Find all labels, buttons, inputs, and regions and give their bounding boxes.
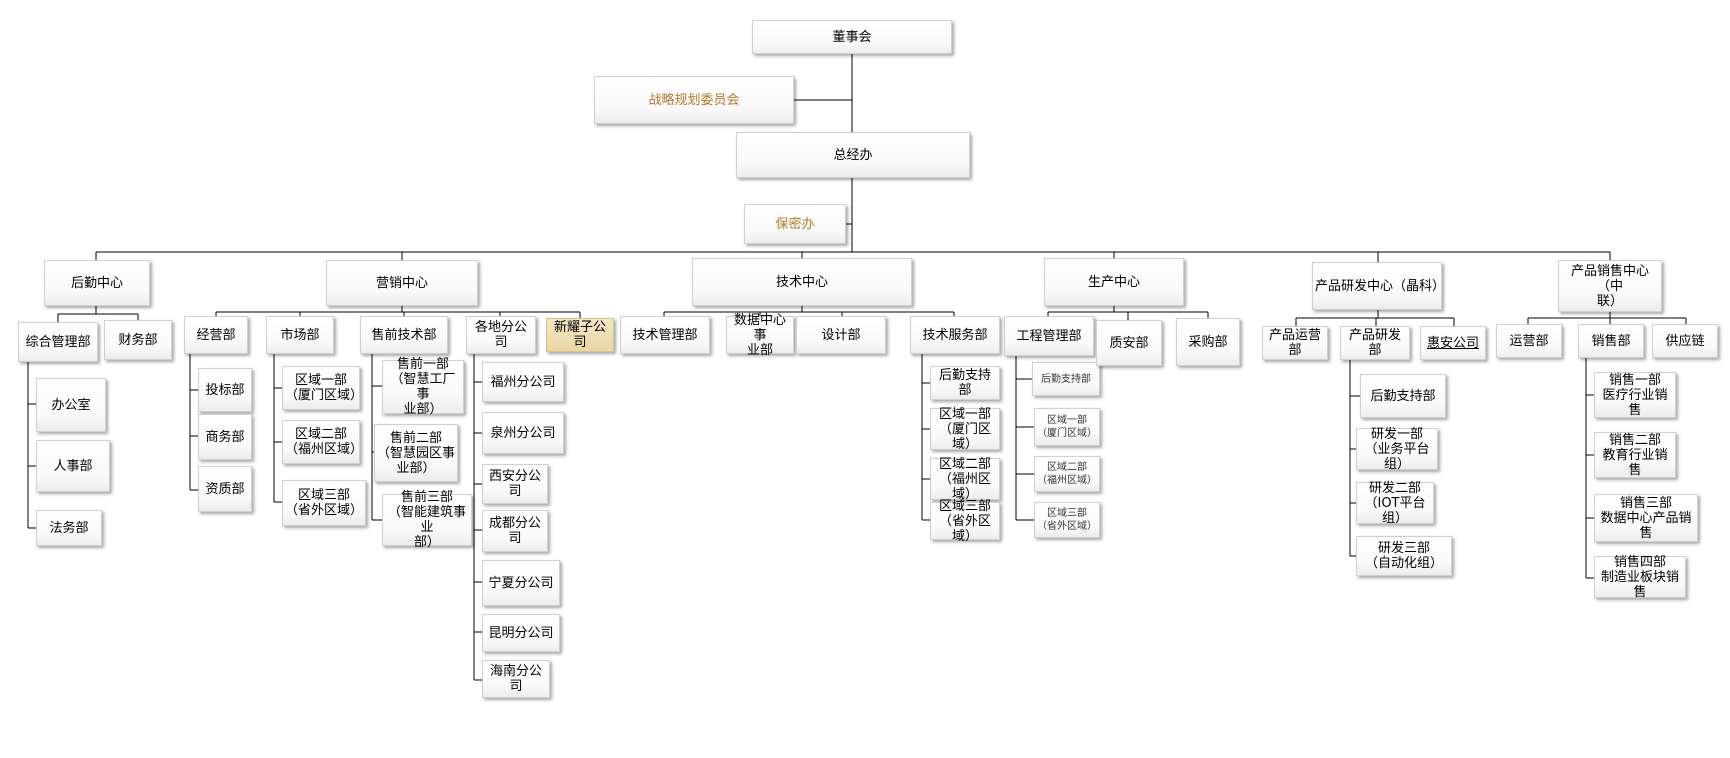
- sales4-box[interactable]: 销售四部 制造业板块销售: [1594, 555, 1686, 600]
- tech-region2-box[interactable]: 区域二部 （福州区域）: [930, 457, 1000, 502]
- prod-region2-box[interactable]: 区域二部 （福州区域）: [1034, 456, 1100, 492]
- tech-region3-box[interactable]: 区域三部 （省外区域）: [930, 499, 1000, 544]
- purchasing-box[interactable]: 采购部: [1176, 318, 1240, 366]
- rnd1-box[interactable]: 研发一部 （业务平台组）: [1356, 427, 1438, 472]
- sales-ops-box[interactable]: 运营部: [1496, 324, 1562, 358]
- logistics-center-box[interactable]: 后勤中心: [44, 260, 150, 306]
- tech-mgmt-dept-box[interactable]: 技术管理部: [620, 316, 710, 354]
- rnd3-box[interactable]: 研发三部 （自动化组）: [1356, 536, 1452, 576]
- operations-dept-box[interactable]: 经营部: [184, 316, 248, 354]
- market-region3-box[interactable]: 区域三部 （省外区域）: [282, 480, 366, 526]
- hr-box[interactable]: 人事部: [36, 440, 110, 492]
- sales-dept-box[interactable]: 销售部: [1578, 324, 1644, 358]
- legal-box[interactable]: 法务部: [36, 510, 102, 546]
- bidding-dept-box[interactable]: 投标部: [198, 368, 252, 412]
- rnd2-box[interactable]: 研发二部 （IOT平台组）: [1356, 481, 1434, 526]
- market-region2-box[interactable]: 区域二部 （福州区域）: [282, 420, 363, 464]
- marketing-center-box[interactable]: 营销中心: [326, 260, 478, 306]
- fuzhou-branch-box[interactable]: 福州分公司: [482, 362, 564, 402]
- prod-support-box[interactable]: 后勤支持部: [1032, 362, 1100, 396]
- office-box[interactable]: 办公室: [36, 378, 106, 432]
- qualification-dept-box[interactable]: 资质部: [198, 466, 252, 512]
- supply-chain-box[interactable]: 供应链: [1652, 324, 1718, 358]
- xinyao-subsidiary-box[interactable]: 新耀子公司: [546, 318, 614, 352]
- sales-center-box[interactable]: 产品销售中心（中 联）: [1558, 260, 1662, 312]
- general-office-box[interactable]: 总经办: [736, 132, 970, 178]
- design-dept-box[interactable]: 设计部: [796, 316, 886, 354]
- chengdu-branch-box[interactable]: 成都分公司: [482, 510, 548, 552]
- tech-support-box[interactable]: 后勤支持部: [930, 366, 1000, 400]
- prod-region3-box[interactable]: 区域三部 （省外区域）: [1034, 502, 1100, 538]
- sales3-box[interactable]: 销售三部 数据中心产品销售: [1594, 494, 1698, 542]
- branches-box[interactable]: 各地分公司: [466, 316, 536, 354]
- general-management-box[interactable]: 综合管理部: [18, 322, 98, 362]
- ningxia-branch-box[interactable]: 宁夏分公司: [482, 560, 560, 606]
- market-dept-box[interactable]: 市场部: [266, 316, 334, 354]
- quality-safety-box[interactable]: 质安部: [1096, 320, 1162, 366]
- product-ops-box[interactable]: 产品运营部: [1262, 326, 1328, 360]
- production-center-box[interactable]: 生产中心: [1044, 258, 1184, 306]
- board-box[interactable]: 董事会: [752, 20, 952, 54]
- tech-center-box[interactable]: 技术中心: [692, 258, 912, 306]
- tech-region1-box[interactable]: 区域一部 （厦门区域）: [930, 407, 1000, 452]
- tech-service-dept-box[interactable]: 技术服务部: [910, 316, 1000, 354]
- datacenter-division-box[interactable]: 数据中心事 业部: [726, 313, 794, 358]
- kunming-branch-box[interactable]: 昆明分公司: [482, 614, 560, 652]
- confidential-office-box[interactable]: 保密办: [744, 204, 846, 244]
- commerce-dept-box[interactable]: 商务部: [198, 414, 252, 460]
- presales1-box[interactable]: 售前一部 （智慧工厂事 业部）: [382, 357, 464, 417]
- sales2-box[interactable]: 销售二部 教育行业销售: [1594, 432, 1676, 478]
- sales1-box[interactable]: 销售一部 医疗行业销售: [1594, 372, 1676, 418]
- finance-box[interactable]: 财务部: [104, 320, 172, 360]
- engineering-mgmt-box[interactable]: 工程管理部: [1004, 316, 1094, 356]
- market-region1-box[interactable]: 区域一部 （厦门区域）: [282, 366, 363, 410]
- hainan-branch-box[interactable]: 海南分公司: [482, 660, 550, 698]
- rnd-center-box[interactable]: 产品研发中心（晶科）: [1312, 262, 1445, 310]
- prod-region1-box[interactable]: 区域一部 （厦门区域）: [1034, 408, 1100, 446]
- strategy-committee-box[interactable]: 战略规划委员会: [594, 76, 794, 124]
- product-rnd-box[interactable]: 产品研发部: [1340, 326, 1410, 360]
- xian-branch-box[interactable]: 西安分公司: [482, 464, 548, 504]
- presales3-box[interactable]: 售前三部 （智能建筑事业 部）: [382, 490, 472, 550]
- rnd-support-box[interactable]: 后勤支持部: [1360, 374, 1446, 418]
- quanzhou-branch-box[interactable]: 泉州分公司: [482, 412, 564, 454]
- huian-company-box[interactable]: 惠安公司: [1420, 326, 1486, 360]
- presales-dept-box[interactable]: 售前技术部: [360, 316, 448, 354]
- presales2-box[interactable]: 售前二部 （智慧园区事 业部）: [374, 424, 458, 482]
